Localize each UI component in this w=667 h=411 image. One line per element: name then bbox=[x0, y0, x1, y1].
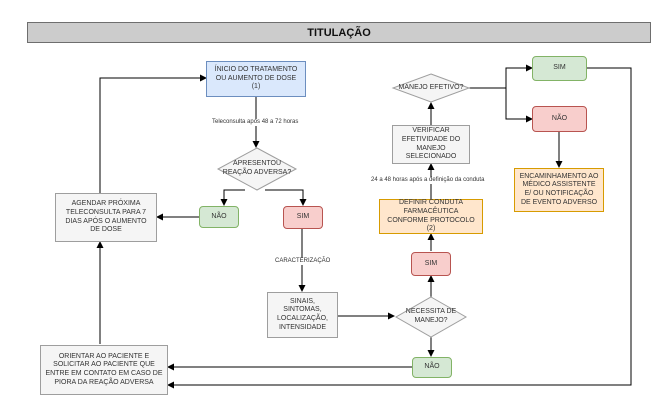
no-effective-node: NÃO bbox=[532, 106, 587, 132]
guide-patient-node: ORIENTAR AO PACIENTE E SOLICITAR AO PACI… bbox=[40, 345, 168, 395]
yes-effective-node: SIM bbox=[532, 56, 587, 81]
characterization-node: SINAIS, SINTOMAS, LOCALIZAÇÃO, INTENSIDA… bbox=[267, 292, 338, 338]
page-title: TITULAÇÃO bbox=[27, 22, 651, 43]
define-conduct-node: DEFINIR CONDUTA FARMACÊUTICA CONFORME PR… bbox=[379, 199, 483, 234]
edge-manejo-to-nao3 bbox=[469, 87, 533, 123]
decision-effective-management: MANEJO EFETIVO? bbox=[398, 83, 464, 91]
verify-effectiveness-node: VERIFICAR EFETIVIDADE DO MANEJO SELECION… bbox=[392, 125, 470, 164]
no-reaction-node: NÃO bbox=[199, 206, 239, 228]
edge-apresentou-to-sim bbox=[265, 189, 307, 206]
decision-needs-management: NECESSITA DE MANEJO? bbox=[405, 308, 457, 324]
schedule-teleconsult-node: AGENDAR PRÓXIMA TELECONSULTA PARA 7 DIAS… bbox=[55, 193, 157, 242]
edge-agendar-to-inicio bbox=[99, 74, 207, 193]
decision-shape-manejo bbox=[391, 73, 471, 103]
decision-shape-apresentou bbox=[216, 147, 298, 191]
referral-node: ENCAMINHAMENTO AO MÉDICO ASSISTENTE E/ O… bbox=[514, 168, 604, 212]
no-management-node: NÃO bbox=[412, 357, 452, 378]
edge-label-teleconsulta: Teleconsulta após 48 a 72 horas bbox=[211, 119, 300, 126]
yes-reaction-node: SIM bbox=[283, 206, 323, 229]
decision-shape-necessita bbox=[394, 296, 468, 338]
start-node: ÍNICIO DO TRATAMENTO OU AUMENTO DE DOSE … bbox=[206, 61, 306, 97]
edge-label-caracterizacao: CARACTERIZAÇÃO bbox=[274, 258, 332, 265]
edge-label-horas: 24 a 48 horas após a definição da condut… bbox=[370, 177, 486, 184]
edge-sim3-to-orientar bbox=[167, 67, 632, 389]
decision-adverse-reaction: APRESENTOU REAÇÃO ADVERSA? bbox=[222, 160, 292, 176]
edge-apresentou-to-nao bbox=[220, 189, 245, 206]
yes-management-node: SIM bbox=[411, 252, 451, 276]
edge-manejo-to-sim3 bbox=[469, 64, 533, 89]
